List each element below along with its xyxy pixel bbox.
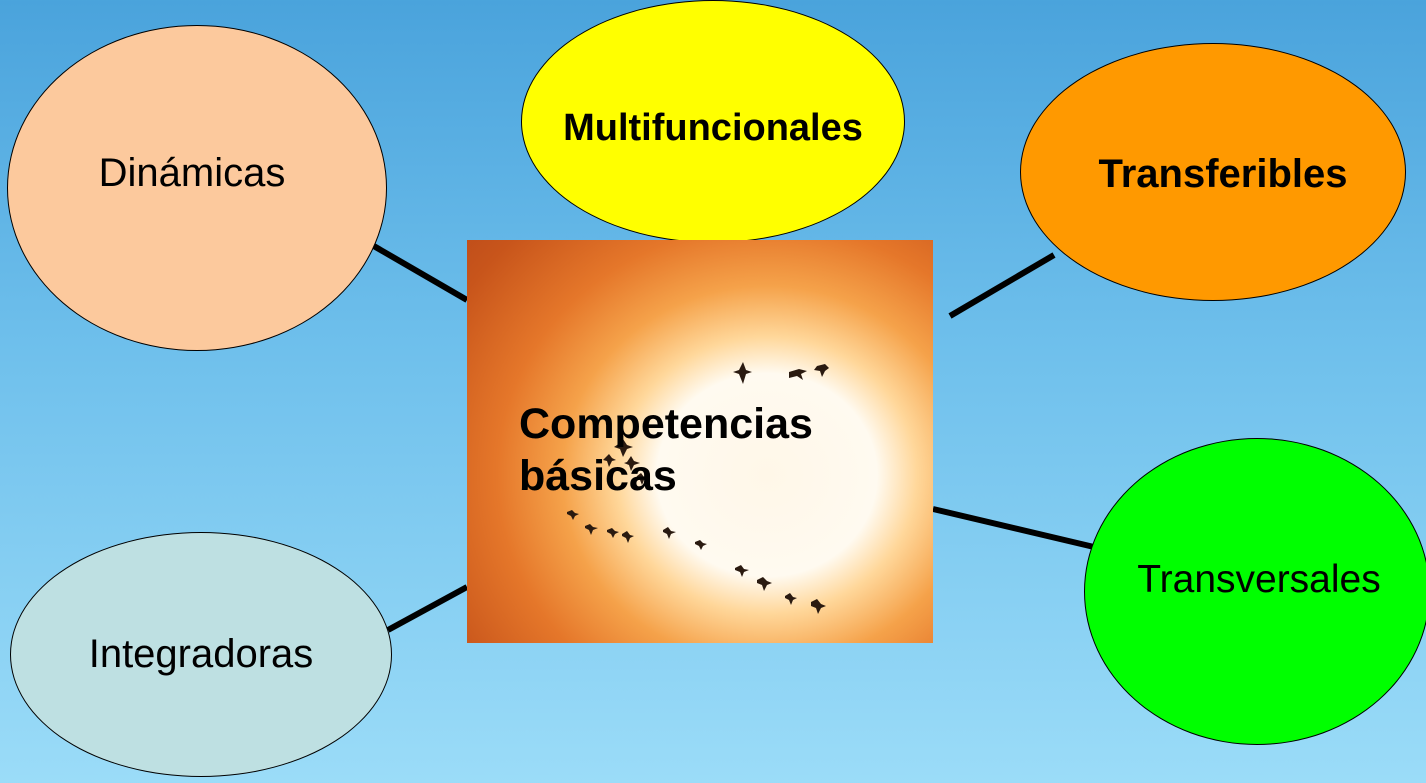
node-integradoras: Integradoras <box>10 532 392 777</box>
connector-integradoras <box>386 584 469 633</box>
connector-dinamicas <box>358 235 469 303</box>
connector-transferibles <box>948 252 1056 319</box>
node-transferibles: Transferibles <box>1020 43 1406 301</box>
center-label-line2: básicas <box>519 452 677 500</box>
center-concept-label: Competencias básicas <box>519 398 813 502</box>
node-multifuncionales-label: Multifuncionales <box>563 107 863 149</box>
node-dinamicas-label: Dinámicas <box>98 150 286 195</box>
node-transversales-label: Transversales <box>1137 557 1381 601</box>
node-multifuncionales: Multifuncionales <box>521 0 905 243</box>
flying-birds-image <box>567 362 829 614</box>
node-transversales: Transversales <box>1084 438 1426 745</box>
node-dinamicas: Dinámicas <box>7 25 387 351</box>
node-integradoras-label: Integradoras <box>88 632 314 676</box>
center-concept-image: Competencias básicas <box>467 240 933 643</box>
connector-transversales <box>932 506 1095 550</box>
center-label-line1: Competencias <box>519 400 813 448</box>
node-transferibles-label: Transferibles <box>1098 152 1348 196</box>
